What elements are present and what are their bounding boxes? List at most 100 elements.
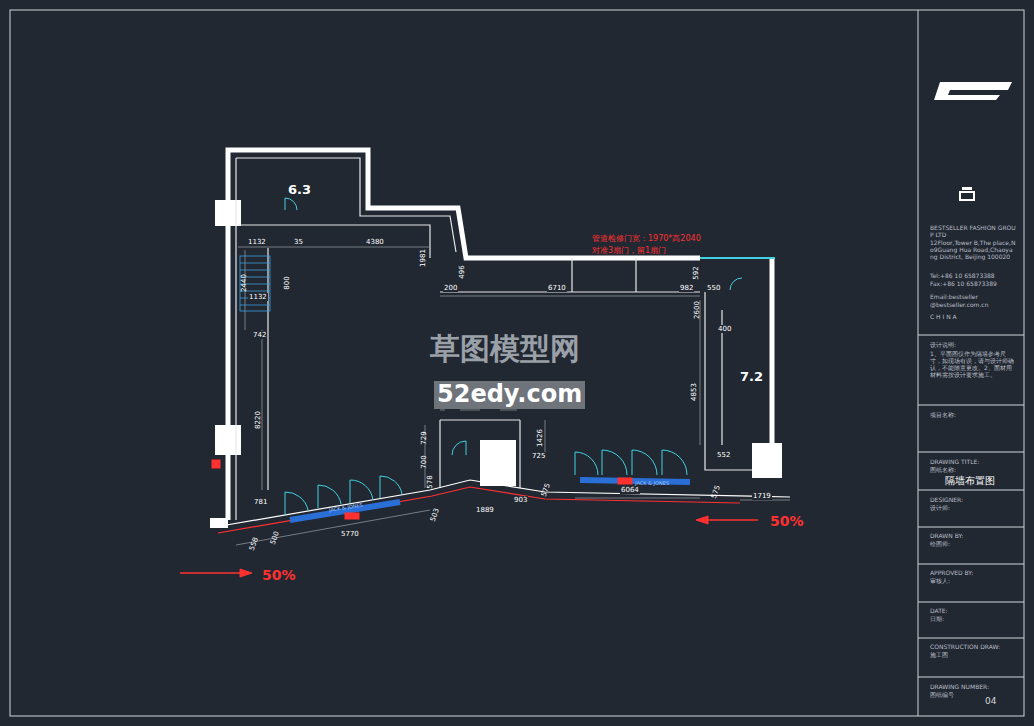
stair: [240, 256, 270, 311]
field-label: DRAWN BY:: [930, 533, 1016, 540]
drawing-stroke: [285, 492, 308, 515]
brand-strip: JACK & JONES: [635, 481, 669, 487]
dimension: 503: [429, 507, 441, 522]
drawing-stroke: [180, 572, 242, 574]
drawing-stroke: [572, 258, 636, 292]
notes-heading: 设计说明:: [930, 342, 1016, 349]
dimension: 742: [252, 331, 267, 339]
drawing-stroke: [575, 498, 700, 499]
watermark: 草图模型网: [430, 332, 580, 367]
design-notes: 1、平面图仅作为隔墙参考尺寸，如现场有误，请与设计师确认，不能随意更改。2、面材…: [930, 351, 1016, 379]
drawing-stroke: [215, 480, 790, 527]
drawing-stroke: [262, 330, 263, 490]
dimension: 6064: [620, 486, 640, 494]
dimension: 578: [426, 475, 434, 488]
drawing-stroke: [618, 478, 632, 484]
dimension: 2600: [693, 301, 701, 319]
drawing-stroke: [770, 258, 775, 445]
dimension: 592: [692, 266, 700, 279]
fax: Fax:+86 10 65873389: [930, 281, 1016, 288]
drawing-stroke: [380, 476, 402, 498]
drawing-stroke: [575, 452, 598, 475]
drawing-stroke: [240, 263, 270, 305]
room-number: 7.2: [740, 370, 763, 385]
drawing-stroke: [452, 441, 466, 455]
drawing-stroke: [218, 487, 740, 533]
dimension: 729: [420, 431, 428, 444]
outer-walls: [228, 150, 772, 520]
watermark: 52edy.com: [434, 381, 585, 409]
field-label: 设计师:: [930, 505, 1016, 512]
brand-strip: JACK & JONES: [329, 502, 364, 513]
dimension: 496: [458, 265, 466, 278]
dimension: 5770: [340, 530, 360, 538]
slope-mark: 50%: [770, 513, 804, 529]
drawing-stroke: [934, 82, 1012, 100]
dimension: 2440: [240, 274, 248, 292]
drawing-stroke: [918, 405, 1024, 406]
drawing-stroke: [345, 513, 359, 519]
sheet-frame: [10, 10, 1024, 716]
drawing-stroke: [235, 158, 236, 520]
dimension: 903: [513, 496, 528, 504]
red-note: 管道检修门宽：1970*高2040: [592, 234, 701, 243]
wall-blocks: [210, 200, 782, 528]
address: 12Floor,Tower B,The place,No9Guang Hua R…: [930, 240, 1016, 261]
drawing-stroke: [519, 420, 520, 488]
drawing-stroke: [918, 10, 919, 716]
dimension: 8220: [254, 411, 262, 429]
field-label: 审核人:: [930, 578, 1016, 585]
drawing-stroke: [918, 452, 1024, 453]
drawing-stroke: [439, 420, 440, 488]
drawing-stroke: [730, 278, 742, 290]
field-label: DESIGNER:: [930, 497, 1016, 504]
company-name: BESTSELLER FASHION GROUP LTD: [930, 225, 1016, 239]
drawing-stroke: [918, 602, 1024, 603]
drawing-stroke: [240, 569, 252, 577]
door-swings: [285, 198, 742, 515]
drawing-stroke: [285, 198, 297, 210]
drawing-stroke: [752, 443, 782, 478]
drawing-stroke: [215, 425, 241, 455]
drawing-stroke: [10, 10, 1024, 716]
dimension: 1132: [247, 238, 267, 246]
inner-walls: [236, 158, 752, 520]
drawing-stroke: [440, 296, 700, 297]
drawing-stroke: [440, 419, 520, 420]
drawing-stroke: [228, 150, 700, 520]
drawing-stroke: [602, 450, 627, 475]
drawing-stroke: [215, 200, 241, 226]
drawing-stroke: [480, 440, 516, 486]
drawing-stroke: [662, 450, 687, 475]
drawing-stroke: [700, 300, 701, 445]
facade-line: [215, 258, 790, 533]
drawing-stroke: [960, 192, 974, 200]
drawing-stroke: [696, 516, 708, 524]
drawing-stroke: [918, 490, 1024, 491]
field-label: 图纸名称:: [930, 467, 1016, 474]
drawing-stroke: [212, 460, 220, 468]
website: @bestseller.com.cn: [930, 302, 1016, 309]
dimension: 6710: [547, 284, 567, 292]
slope-mark: 50%: [262, 567, 296, 583]
drawing-stroke: [238, 247, 430, 248]
drawing-stroke: [918, 677, 1024, 678]
dimension: 200: [443, 284, 458, 292]
drawing-stroke: [350, 480, 373, 503]
field-label: 施工图: [930, 652, 1016, 659]
dimension: 1132: [248, 293, 268, 301]
drawing-stroke: [918, 527, 1024, 528]
dimension-lines: [236, 247, 790, 545]
drawing-stroke: [440, 291, 700, 292]
dimension: 1426: [536, 429, 544, 447]
room-number: 6.3: [288, 183, 311, 198]
drawing-stroke: [236, 158, 456, 252]
red-note: 对准3扇门，留1扇门: [592, 246, 666, 255]
field-label: DRAWING TITLE:: [930, 459, 1016, 466]
dimension: 575: [540, 482, 552, 497]
field-label: APPROVED BY:: [930, 570, 1016, 577]
dimension: 552: [716, 451, 731, 459]
dimension: 35: [293, 238, 304, 246]
drawing-title: 隔墙布置图: [945, 475, 995, 487]
